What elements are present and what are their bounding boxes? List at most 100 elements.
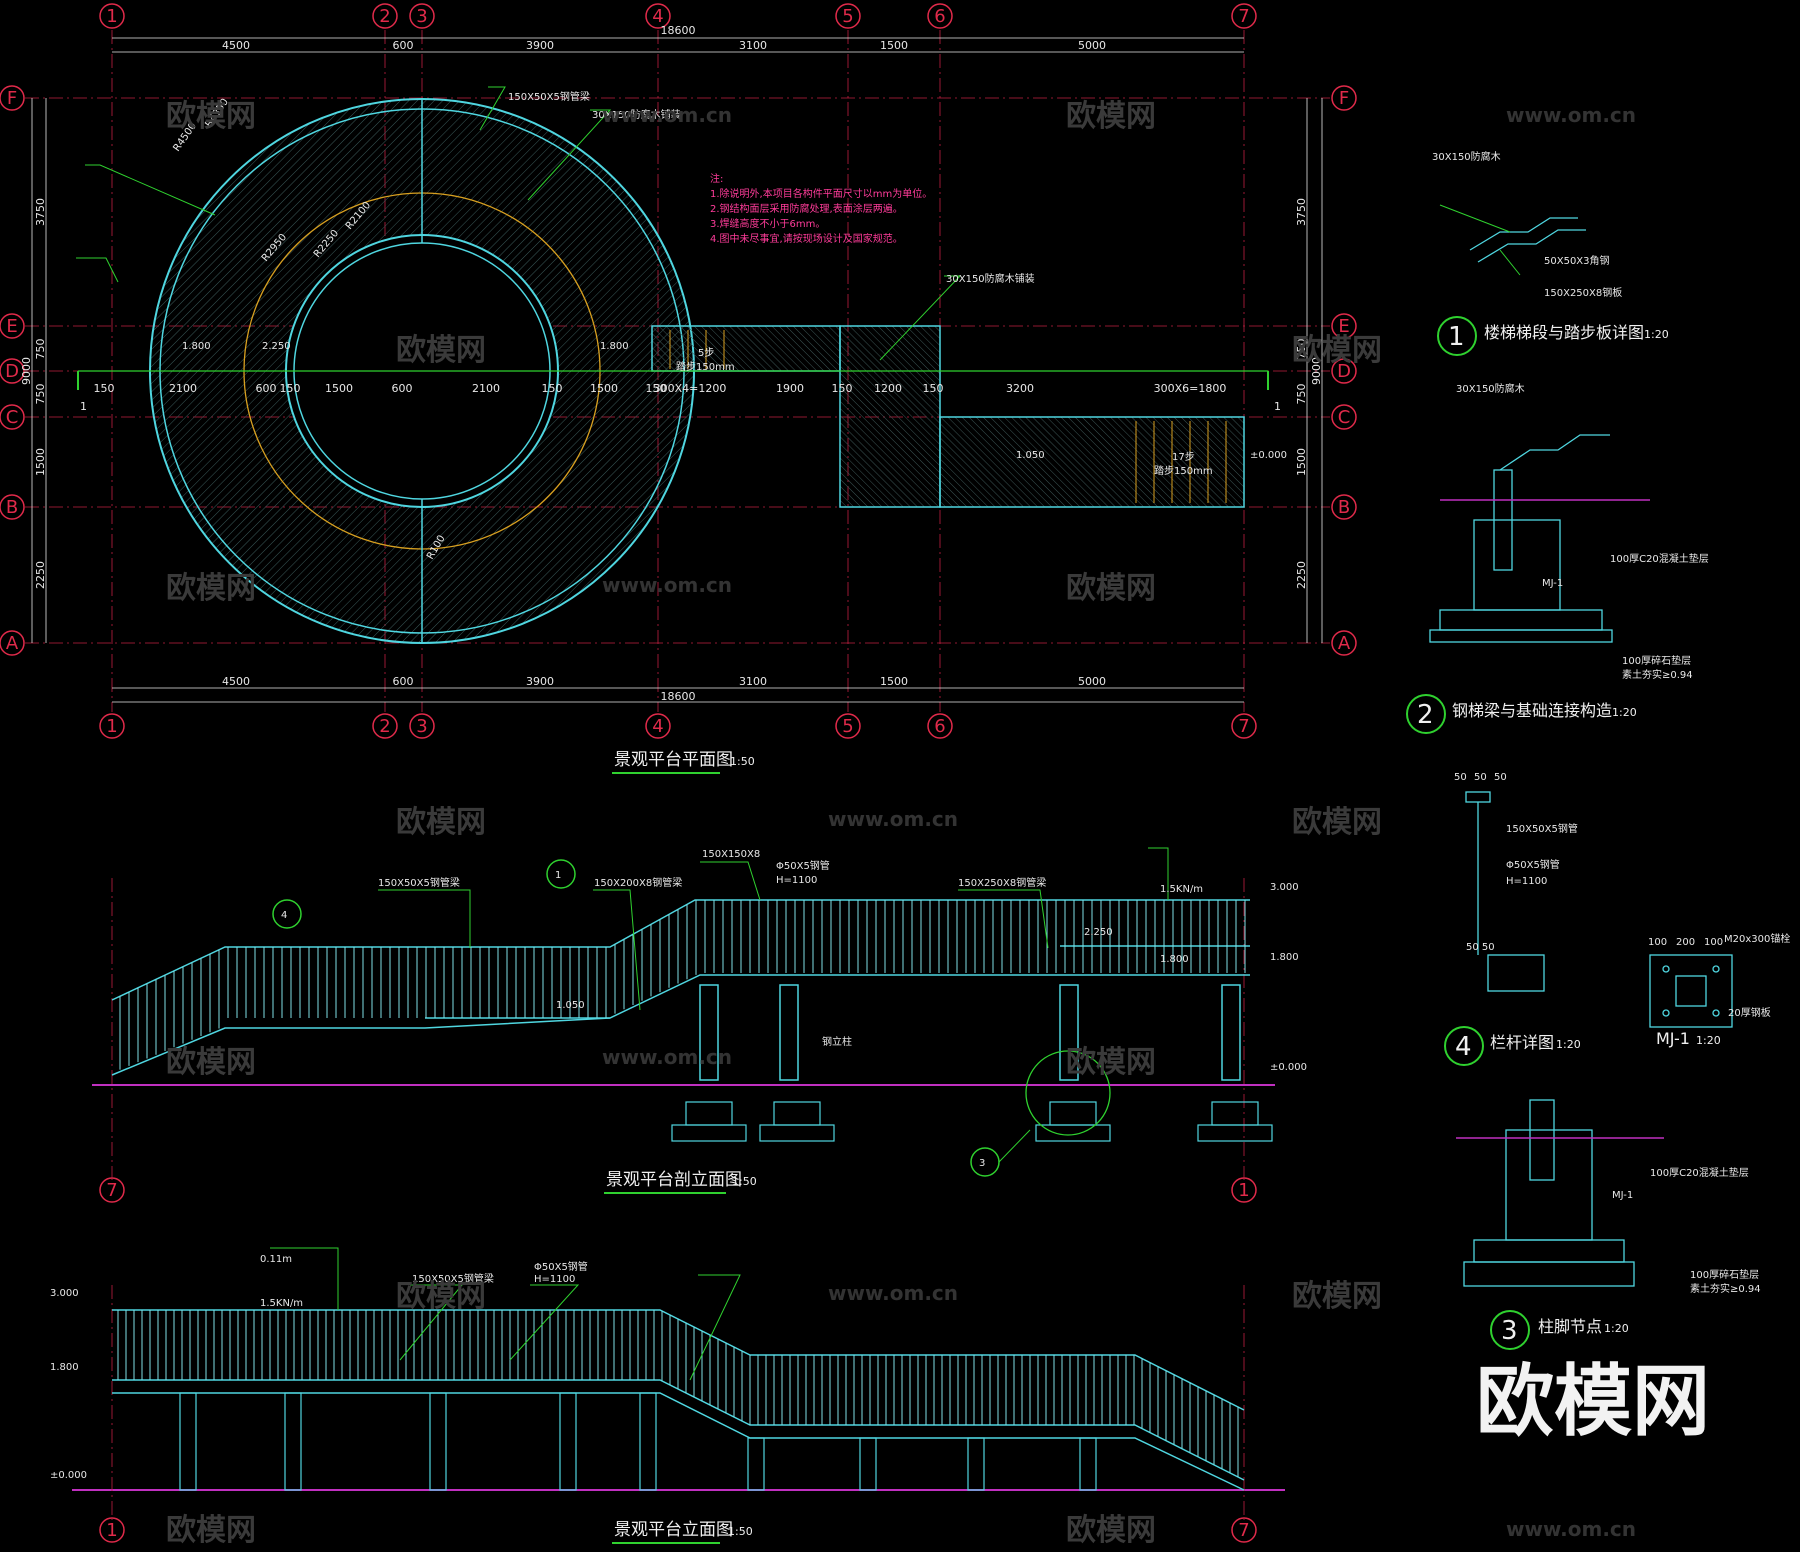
svg-text:欧模网: 欧模网 xyxy=(1292,333,1382,368)
column xyxy=(639,1392,657,1491)
axis-label-y: E xyxy=(1338,316,1349,337)
column xyxy=(967,1437,985,1491)
axis-bubble-y xyxy=(0,313,25,339)
level-1: 1.800 xyxy=(182,341,211,352)
dim-left-1: 3750 xyxy=(34,198,47,226)
axis-bubble-x xyxy=(645,3,671,29)
axis-bubble-y xyxy=(1331,404,1357,430)
dim-bot-3: 3900 xyxy=(526,675,554,688)
svg-text:欧模网: 欧模网 xyxy=(166,571,256,606)
detail-3-label-3: 100厚碎石垫层 xyxy=(1690,1268,1759,1281)
axis-label-x: 1 xyxy=(106,1520,117,1541)
section-dim: 600 xyxy=(392,382,413,395)
detail-2-label-3: MJ-1 xyxy=(1542,578,1563,589)
detail-4-label-5: Φ50X5钢管 xyxy=(1506,858,1560,871)
detail-3-num: 3 xyxy=(1501,1316,1518,1346)
svg-text:注:: 注: xyxy=(710,172,723,185)
svg-text:4.图中未尽事宜,请按现场设计及国家规范。: 4.图中未尽事宜,请按现场设计及国家规范。 xyxy=(710,232,903,245)
axis-bubble-x xyxy=(835,3,861,29)
elev-label-2: Φ50X5钢管 xyxy=(534,1260,588,1273)
mj1-label-5: 20厚钢板 xyxy=(1728,1006,1771,1019)
section-dim: 150 xyxy=(832,382,853,395)
plan-title: 景观平台平面图 xyxy=(614,750,733,770)
elev-label-5: 0.11m xyxy=(260,1254,292,1265)
axis-bubble-y xyxy=(1331,85,1357,111)
sec-label-2: 150X50X5钢管梁 xyxy=(378,876,460,889)
mj1-label-1: 100 xyxy=(1648,937,1667,948)
axis-label-x: 4 xyxy=(652,716,663,737)
axis-bubble-x xyxy=(99,713,125,739)
axis-bubble-x xyxy=(835,713,861,739)
svg-text:1.除说明外,本项目各构件平面尺寸以mm为单位。: 1.除说明外,本项目各构件平面尺寸以mm为单位。 xyxy=(710,187,932,200)
sec-label-4: 150X250X8钢管梁 xyxy=(958,876,1046,889)
dim-bot-1: 4500 xyxy=(222,675,250,688)
brand-watermark: 欧模网 xyxy=(1476,1357,1710,1447)
detail-4-label-6: H=1100 xyxy=(1506,876,1547,887)
svg-text:2.钢结构面层采用防腐处理,表面涂层两遍。: 2.钢结构面层采用防腐处理,表面涂层两遍。 xyxy=(710,202,903,215)
column xyxy=(429,1392,447,1491)
axis-label-x: 6 xyxy=(934,716,945,737)
detail-2-label-1: 30X150防腐木 xyxy=(1456,382,1525,395)
dim-total-top: 18600 xyxy=(661,24,696,37)
section-dim: 600 xyxy=(256,382,277,395)
detail-3-title: 柱脚节点 xyxy=(1538,1317,1602,1336)
axis-label-x: 1 xyxy=(106,716,117,737)
dim-right-2: 750 xyxy=(1295,339,1308,360)
dim-right-5: 2250 xyxy=(1295,561,1308,589)
column xyxy=(859,1437,877,1491)
section-dim: 1500 xyxy=(325,382,353,395)
elev-label-1: 150X50X5钢管梁 xyxy=(412,1272,494,1285)
plan-label-2: 30X150防腐木铺装 xyxy=(592,108,681,121)
dim-top-1: 4500 xyxy=(222,39,250,52)
axis-bubble-y xyxy=(1331,630,1357,656)
detail-3-label-2: MJ-1 xyxy=(1612,1190,1633,1201)
detail-4-scale: 1:20 xyxy=(1556,1038,1581,1051)
section-dim: 1900 xyxy=(776,382,804,395)
axis-label-y: B xyxy=(6,497,18,518)
section-dim: 2100 xyxy=(169,382,197,395)
section-dim: 2100 xyxy=(472,382,500,395)
stair-dim: 300X4=1200 xyxy=(654,382,727,395)
stair-dim: 300X6=1800 xyxy=(1154,382,1227,395)
detail-1-num: 1 xyxy=(1448,322,1465,352)
elev-level-1: 3.000 xyxy=(50,1288,79,1299)
svg-text:www.om.cn: www.om.cn xyxy=(602,1045,732,1069)
axis-bubble-x xyxy=(927,713,953,739)
axis-label-y: A xyxy=(6,633,19,654)
plan-scale: 1:50 xyxy=(730,755,755,768)
axis-bubble-x xyxy=(927,3,953,29)
level-4: 1.050 xyxy=(1016,450,1045,461)
dim-bot-4: 3100 xyxy=(739,675,767,688)
mj1-label-3: 100 xyxy=(1704,937,1723,948)
svg-text:欧模网: 欧模网 xyxy=(1066,99,1156,134)
section-dim: 1200 xyxy=(874,382,902,395)
svg-text:欧模网: 欧模网 xyxy=(166,1045,256,1080)
svg-text:欧模网: 欧模网 xyxy=(166,1513,256,1548)
svg-text:欧模网: 欧模网 xyxy=(396,333,486,368)
detail-2-title: 钢梯梁与基础连接构造 xyxy=(1452,701,1612,720)
axis-label-y: D xyxy=(5,361,19,382)
dim-left-4: 1500 xyxy=(34,448,47,476)
dim-right-1: 3750 xyxy=(1295,198,1308,226)
svg-text:欧模网: 欧模网 xyxy=(396,1279,486,1314)
mj1-title: MJ-1 xyxy=(1656,1029,1690,1048)
elev-label-3: 1.5KN/m xyxy=(260,1298,303,1309)
section-dim: 150 xyxy=(646,382,667,395)
svg-text:欧模网: 欧模网 xyxy=(1292,1279,1382,1314)
level-2: 2.250 xyxy=(262,341,291,352)
axis-label-y: A xyxy=(1338,633,1351,654)
svg-text:欧模网: 欧模网 xyxy=(1292,805,1382,840)
detail-1-label-3: 150X250X8钢板 xyxy=(1544,286,1622,299)
axis-bubble-y xyxy=(1331,494,1357,520)
sec-label-8: H=1100 xyxy=(776,875,817,886)
dim-bot-2: 600 xyxy=(393,675,414,688)
section-dim: 150 xyxy=(280,382,301,395)
watermarks: 欧模网 欧模网 www.om.cn www.om.cn 欧模网 欧模网 欧模网 … xyxy=(166,99,1636,1548)
sec-label-6: 钢立柱 xyxy=(822,1035,852,1048)
axis-label-y: C xyxy=(1338,407,1351,428)
sec-level-2: 1.800 xyxy=(1270,952,1299,963)
sec-label-7: 1.5KN/m xyxy=(1160,884,1203,895)
axis-label-y: E xyxy=(6,316,17,337)
axis-bubble-y xyxy=(1331,313,1357,339)
